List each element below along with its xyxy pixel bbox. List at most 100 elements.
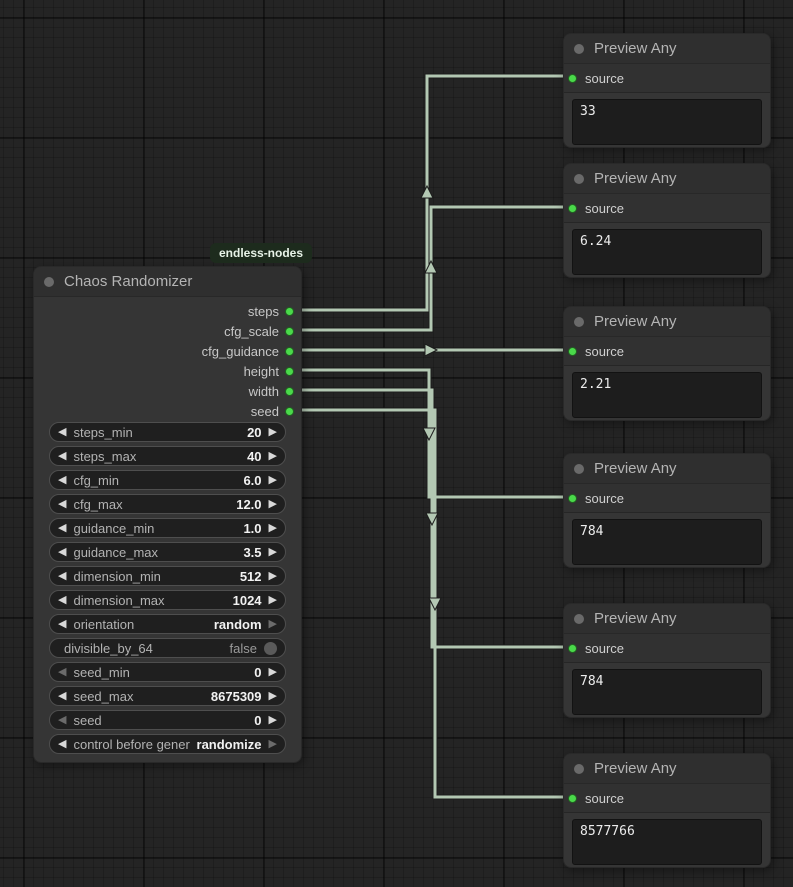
widget-guidance-max[interactable]: ◀ guidance_max 3.5 ▶ (49, 542, 286, 562)
increment-arrow-icon[interactable]: ▶ (268, 689, 277, 702)
widget-dimension-min[interactable]: ◀ dimension_min 512 ▶ (49, 566, 286, 586)
output-port-icon[interactable] (285, 346, 294, 356)
input-port-icon[interactable] (568, 643, 577, 653)
decrement-arrow-icon[interactable]: ◀ (58, 593, 67, 606)
increment-arrow-icon[interactable]: ▶ (268, 497, 277, 510)
widget-orientation[interactable]: ◀ orientation random ▶ (49, 614, 286, 634)
preview-value-box[interactable]: 33 (572, 99, 762, 145)
decrement-arrow-icon[interactable]: ◀ (58, 617, 67, 630)
widget-seed[interactable]: ◀ seed 0 ▶ (49, 710, 286, 730)
collapse-dot-icon[interactable] (574, 173, 584, 184)
input-label: source (585, 343, 625, 359)
output-port-icon[interactable] (285, 366, 294, 376)
preview-titlebar[interactable]: Preview Any (564, 307, 770, 337)
preview-titlebar[interactable]: Preview Any (564, 604, 770, 634)
decrement-arrow-icon[interactable]: ◀ (58, 689, 67, 702)
decrement-arrow-icon[interactable]: ◀ (58, 545, 67, 558)
decrement-arrow-icon[interactable]: ◀ (58, 713, 67, 726)
widget-dimension-max[interactable]: ◀ dimension_max 1024 ▶ (49, 590, 286, 610)
decrement-arrow-icon[interactable]: ◀ (58, 521, 67, 534)
collapse-dot-icon[interactable] (574, 613, 584, 624)
preview-value-box[interactable]: 6.24 (572, 229, 762, 275)
collapse-dot-icon[interactable] (574, 763, 584, 774)
chaos-randomizer-titlebar[interactable]: Chaos Randomizer (34, 267, 301, 297)
preview-any-node-1[interactable]: Preview Any source 33 (563, 33, 771, 148)
increment-arrow-icon[interactable]: ▶ (268, 449, 277, 462)
widget-value[interactable]: 0 (254, 664, 262, 680)
preview-any-node-2[interactable]: Preview Any source 6.24 (563, 163, 771, 278)
widget-value[interactable]: 1.0 (243, 520, 262, 536)
widget-cfg-max[interactable]: ◀ cfg_max 12.0 ▶ (49, 494, 286, 514)
preview-value-box[interactable]: 8577766 (572, 819, 762, 865)
widget-value[interactable]: 1024 (232, 592, 262, 608)
widget-steps-max[interactable]: ◀ steps_max 40 ▶ (49, 446, 286, 466)
widget-divisible-by-64[interactable]: divisible_by_64 false (49, 638, 286, 658)
increment-arrow-icon[interactable]: ▶ (268, 713, 277, 726)
increment-arrow-icon[interactable]: ▶ (268, 569, 277, 582)
preview-value-box[interactable]: 784 (572, 669, 762, 715)
widget-value[interactable]: 12.0 (236, 496, 262, 512)
preview-titlebar[interactable]: Preview Any (564, 454, 770, 484)
widget-value[interactable]: randomize (196, 736, 262, 752)
toggle-knob-icon[interactable] (264, 641, 277, 655)
input-port-icon[interactable] (568, 203, 577, 213)
decrement-arrow-icon[interactable]: ◀ (58, 497, 67, 510)
widget-label: divisible_by_64 (64, 640, 153, 656)
increment-arrow-icon[interactable]: ▶ (268, 737, 277, 750)
widget-value[interactable]: 8675309 (210, 688, 262, 704)
preview-value-box[interactable]: 784 (572, 519, 762, 565)
decrement-arrow-icon[interactable]: ◀ (58, 473, 67, 486)
widget-value[interactable]: 20 (247, 424, 262, 440)
decrement-arrow-icon[interactable]: ◀ (58, 425, 67, 438)
widget-value[interactable]: 3.5 (243, 544, 262, 560)
widget-seed-min[interactable]: ◀ seed_min 0 ▶ (49, 662, 286, 682)
input-port-icon[interactable] (568, 493, 577, 503)
widget-value[interactable]: 0 (254, 712, 262, 728)
output-port-icon[interactable] (285, 306, 294, 316)
widget-label: cfg_min (73, 472, 119, 488)
widget-cfg-min[interactable]: ◀ cfg_min 6.0 ▶ (49, 470, 286, 490)
increment-arrow-icon[interactable]: ▶ (268, 665, 277, 678)
increment-arrow-icon[interactable]: ▶ (268, 593, 277, 606)
preview-titlebar[interactable]: Preview Any (564, 34, 770, 64)
preview-any-node-6[interactable]: Preview Any source 8577766 (563, 753, 771, 868)
preview-value-box[interactable]: 2.21 (572, 372, 762, 418)
preview-any-node-3[interactable]: Preview Any source 2.21 (563, 306, 771, 421)
node-title: Preview Any (594, 313, 677, 330)
output-port-icon[interactable] (285, 326, 294, 336)
chaos-randomizer-node[interactable]: Chaos Randomizer steps cfg_scale cfg_gui… (33, 266, 302, 763)
input-slot-source: source (564, 784, 770, 813)
input-port-icon[interactable] (568, 793, 577, 803)
input-port-icon[interactable] (568, 346, 577, 356)
preview-any-node-4[interactable]: Preview Any source 784 (563, 453, 771, 568)
preview-titlebar[interactable]: Preview Any (564, 164, 770, 194)
collapse-dot-icon[interactable] (44, 276, 54, 287)
preview-any-node-5[interactable]: Preview Any source 784 (563, 603, 771, 718)
decrement-arrow-icon[interactable]: ◀ (58, 665, 67, 678)
output-port-icon[interactable] (285, 386, 294, 396)
increment-arrow-icon[interactable]: ▶ (268, 617, 277, 630)
widget-control-before-generate[interactable]: ◀ control before generate randomize ▶ (49, 734, 286, 754)
widget-value[interactable]: 40 (247, 448, 262, 464)
widget-steps-min[interactable]: ◀ steps_min 20 ▶ (49, 422, 286, 442)
output-port-icon[interactable] (285, 406, 294, 416)
preview-titlebar[interactable]: Preview Any (564, 754, 770, 784)
collapse-dot-icon[interactable] (574, 43, 584, 54)
increment-arrow-icon[interactable]: ▶ (268, 545, 277, 558)
decrement-arrow-icon[interactable]: ◀ (58, 737, 67, 750)
increment-arrow-icon[interactable]: ▶ (268, 425, 277, 438)
collapse-dot-icon[interactable] (574, 316, 584, 327)
decrement-arrow-icon[interactable]: ◀ (58, 449, 67, 462)
increment-arrow-icon[interactable]: ▶ (268, 473, 277, 486)
widget-label: cfg_max (73, 496, 123, 512)
widget-seed-max[interactable]: ◀ seed_max 8675309 ▶ (49, 686, 286, 706)
increment-arrow-icon[interactable]: ▶ (268, 521, 277, 534)
collapse-dot-icon[interactable] (574, 463, 584, 474)
input-port-icon[interactable] (568, 73, 577, 83)
decrement-arrow-icon[interactable]: ◀ (58, 569, 67, 582)
widget-value[interactable]: 512 (239, 568, 262, 584)
widget-guidance-min[interactable]: ◀ guidance_min 1.0 ▶ (49, 518, 286, 538)
widget-value[interactable]: 6.0 (243, 472, 262, 488)
widget-value[interactable]: random (213, 616, 262, 632)
